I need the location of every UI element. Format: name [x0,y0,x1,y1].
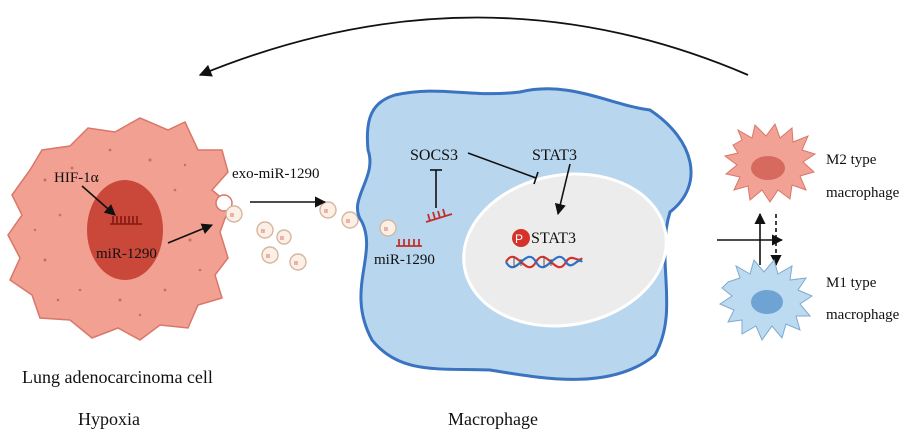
m2-nucleus [751,156,785,180]
secretion-arrow [167,223,214,244]
stat3-phosphorylation-arrow [554,163,571,216]
m1-label-line1: M1 type [826,275,877,291]
hif-label: HIF-1α [54,170,99,186]
socs3-inhibits-stat3 [467,152,539,185]
mirna-cytoplasm-icon [425,208,453,223]
socs3-label: SOCS3 [410,147,458,164]
exosome: ıı [341,211,359,229]
m1-macrophage: M1 type macrophage [718,258,900,342]
phospho-icon [512,229,530,247]
svg-text:ıı: ıı [266,253,270,260]
tumor-cell: HIF-1α miR-1290 [7,117,233,341]
svg-text:ıı: ıı [294,260,298,267]
exosome: ıı [289,253,307,271]
macrophage-nucleus [462,172,668,328]
exosome: ıı [276,229,292,245]
tumor-cell-caption: Lung adenocarcinoma cell [22,367,213,387]
macrophage-cell: ıı SOCS3 STAT3 miR-1290 P [355,87,693,381]
mir-macrophage-label: miR-1290 [374,252,435,268]
exosomes: ıı ıı ıı ıı ıı ıı ıı [225,201,359,271]
tumor-nucleus [87,180,163,280]
exosome: ıı [319,201,337,219]
engulfed-exosome [379,219,397,237]
feedback-arrow [198,16,749,77]
exosome: ıı [261,246,279,264]
svg-text:ıı: ıı [230,212,234,219]
stat3-label: STAT3 [532,147,577,164]
mirna-cytoplasm-icon [396,239,422,247]
macrophage-caption: Macrophage [448,409,538,429]
tumor-speckles [33,148,202,317]
svg-text:ıı: ıı [280,235,284,242]
m2-label-line2: macrophage [826,185,900,201]
m1-label-line2: macrophage [826,307,900,323]
exosome: ıı [225,205,243,223]
mir-tumor-label: miR-1290 [96,246,157,262]
hypoxia-caption: Hypoxia [78,409,140,429]
hif-arrow [81,185,116,216]
svg-text:ıı: ıı [346,218,350,225]
phospho-label: P [515,232,523,246]
m2-label-line1: M2 type [826,152,877,168]
svg-text:ıı: ıı [384,226,388,233]
svg-text:ıı: ıı [261,228,265,235]
svg-text:ıı: ıı [324,208,328,215]
pstat3-label: STAT3 [531,230,576,247]
mirna-tumor-icon [110,216,142,225]
m2-macrophage: M2 type macrophage [723,122,900,203]
exo-label: exo-miR-1290 [232,166,320,182]
mir-inhibits-socs3 [430,169,442,208]
exosome: ıı [256,221,274,239]
m1-nucleus [751,290,783,314]
budding-exosome [215,194,233,212]
dna-helix-icon [505,255,583,269]
